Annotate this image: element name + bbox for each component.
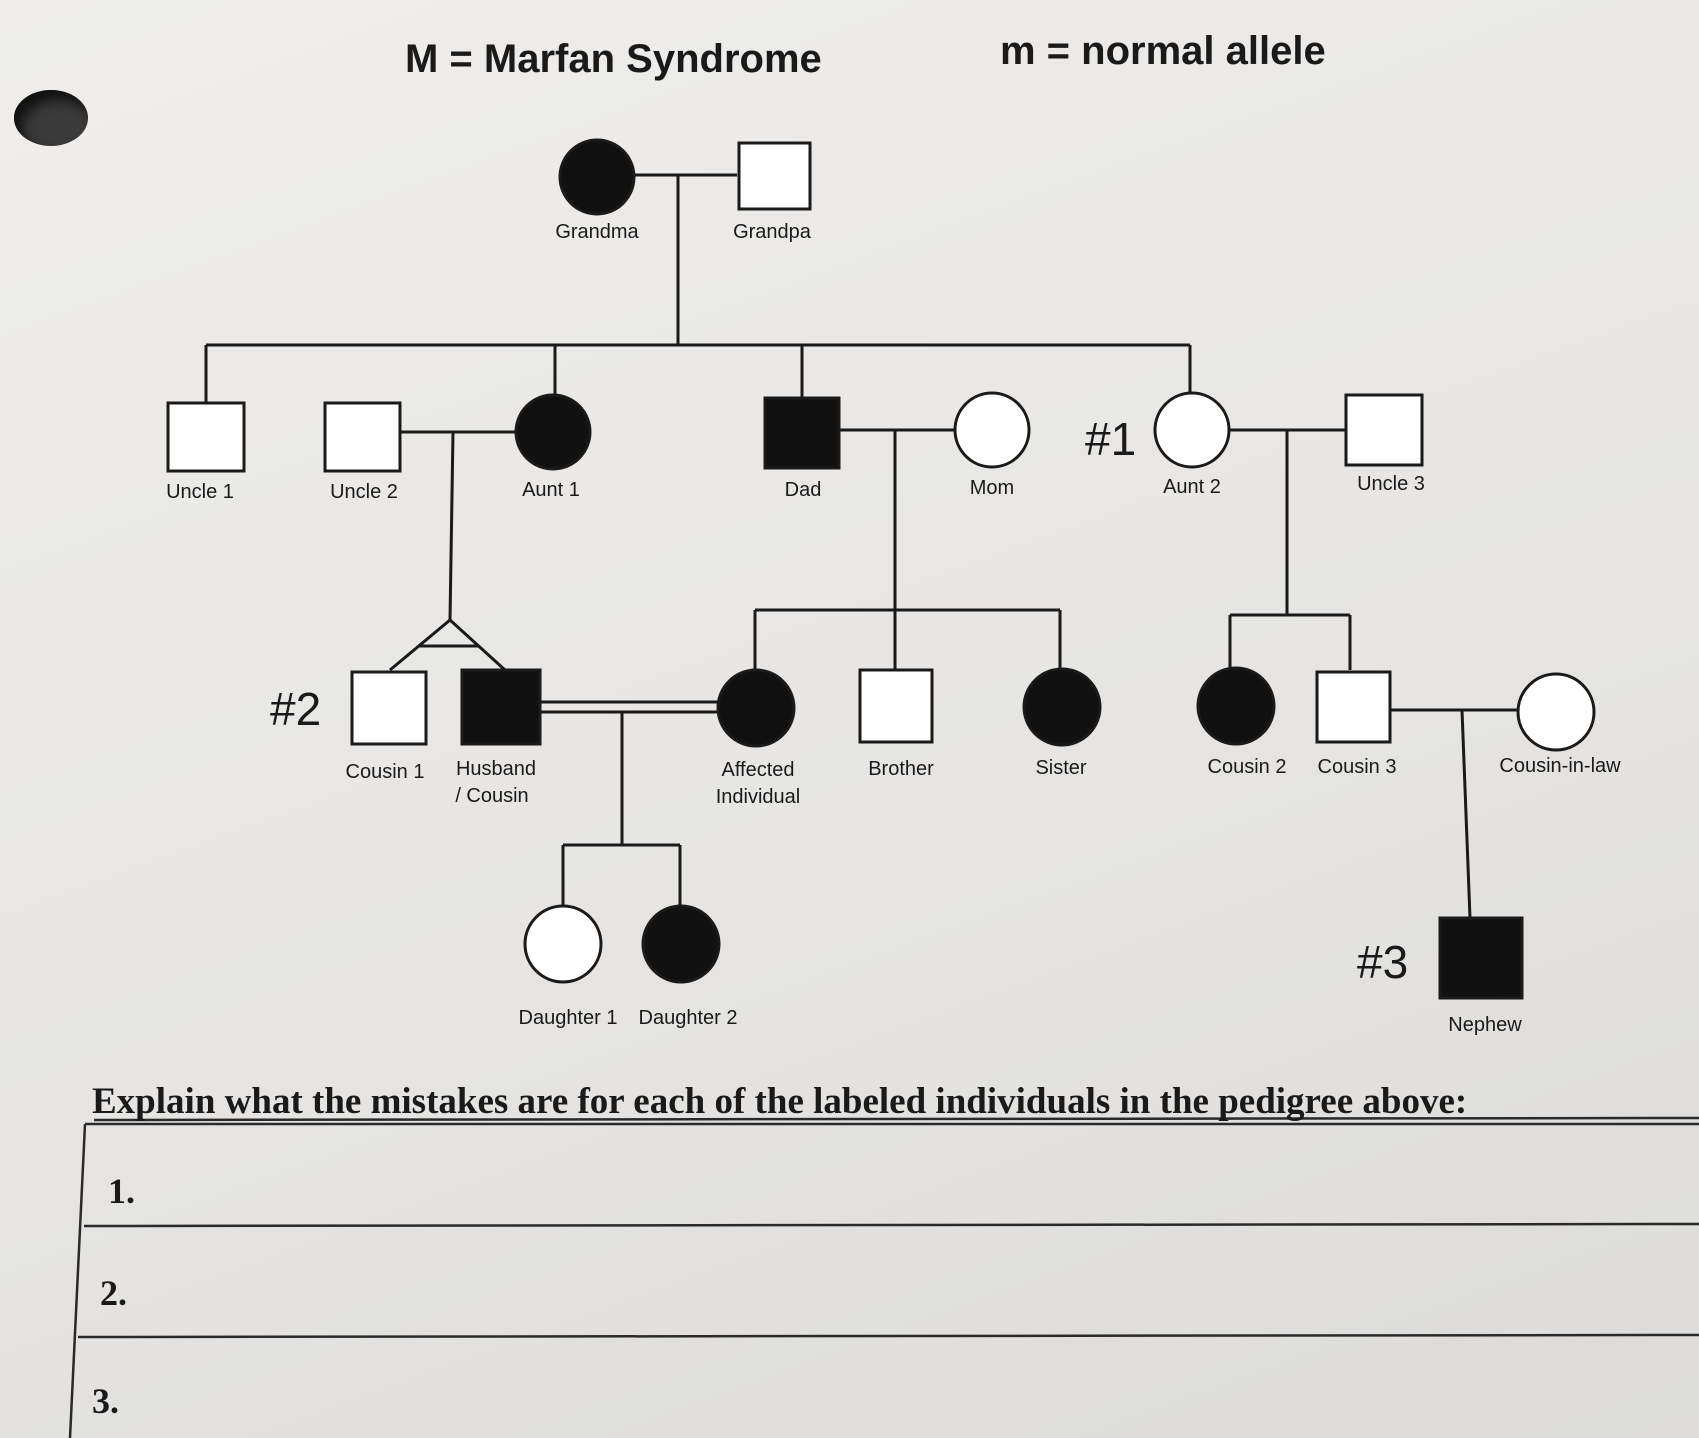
question-text: Explain what the mistakes are for each o… <box>92 1081 1468 1122</box>
uncle2-aunt1-descent-line <box>448 431 455 621</box>
label-cousin-in-law: Cousin-in-law <box>1499 755 1621 777</box>
label-sister: Sister <box>1035 757 1086 779</box>
mom-unaffected-female <box>953 391 1031 469</box>
label-nephew: Nephew <box>1448 1014 1522 1036</box>
label-uncle1: Uncle 1 <box>166 481 234 503</box>
marker-1: #1 <box>1085 413 1136 465</box>
answer-table-left-edge <box>68 1123 87 1438</box>
label-affected-line1: Affected <box>721 759 794 781</box>
legend-dominant: M = Marfan Syndrome <box>405 37 822 81</box>
cousin2-affected-female <box>1196 666 1276 746</box>
label-affected-line2: Individual <box>716 786 801 808</box>
label-daughter1: Daughter 1 <box>519 1007 618 1029</box>
answer-table-top-rule <box>93 1116 1699 1122</box>
label-mom: Mom <box>970 477 1014 499</box>
binder-hole <box>14 90 88 146</box>
marker-3: #3 <box>1357 936 1408 988</box>
uncle1-unaffected-male <box>166 401 246 473</box>
label-cousin1: Cousin 1 <box>346 761 425 783</box>
answer-2-number: 2. <box>100 1273 127 1313</box>
label-aunt1: Aunt 1 <box>522 479 580 501</box>
cousin-in-law-unaffected-female <box>1516 672 1596 752</box>
label-grandma: Grandma <box>555 221 639 243</box>
label-uncle2: Uncle 2 <box>330 481 398 503</box>
nephew-affected-male <box>1438 916 1524 1000</box>
nephew-descent-line <box>1460 709 1472 919</box>
dad-affected-male <box>763 396 841 470</box>
sister-affected-female <box>1022 667 1102 747</box>
uncle3-unaffected-male <box>1344 393 1424 467</box>
pedigree-symbols <box>166 138 1596 1000</box>
daughter2-affected-female <box>641 904 721 984</box>
aunt1-affected-female <box>514 393 592 471</box>
label-cousin3: Cousin 3 <box>1318 756 1397 778</box>
answer-row2-line <box>77 1333 1699 1339</box>
aunt2-unaffected-female <box>1153 391 1231 469</box>
affected-individual-female <box>716 668 796 748</box>
label-husband-line1: Husband <box>456 758 536 780</box>
answer-3-number: 3. <box>92 1381 119 1421</box>
cousin1-unaffected-male <box>350 670 428 746</box>
uncle2-unaffected-male <box>323 401 402 473</box>
label-brother: Brother <box>868 758 934 780</box>
answer-row1-line <box>83 1222 1699 1228</box>
grandma-affected-female <box>558 138 636 216</box>
label-uncle3: Uncle 3 <box>1357 473 1425 495</box>
label-grandpa: Grandpa <box>733 221 812 243</box>
label-cousin2: Cousin 2 <box>1208 756 1287 778</box>
marker-2: #2 <box>270 683 321 735</box>
label-aunt2: Aunt 2 <box>1163 476 1221 498</box>
label-dad: Dad <box>785 479 822 501</box>
legend-recessive: m = normal allele <box>1000 29 1326 73</box>
daughter1-unaffected-female <box>523 904 603 984</box>
pedigree-lines <box>204 173 1517 919</box>
grandpa-unaffected-male <box>737 141 812 211</box>
husband-cousin-affected-male <box>460 668 542 746</box>
label-daughter2: Daughter 2 <box>639 1007 738 1029</box>
answer-1-number: 1. <box>108 1171 135 1211</box>
cousin3-unaffected-male <box>1315 670 1392 744</box>
answer-table <box>68 1116 1699 1438</box>
label-husband-line2: / Cousin <box>455 785 528 807</box>
brother-unaffected-male <box>858 668 934 744</box>
pedigree-labels: Grandma Grandpa Uncle 1 Uncle 2 Aunt 1 D… <box>166 221 1621 1036</box>
